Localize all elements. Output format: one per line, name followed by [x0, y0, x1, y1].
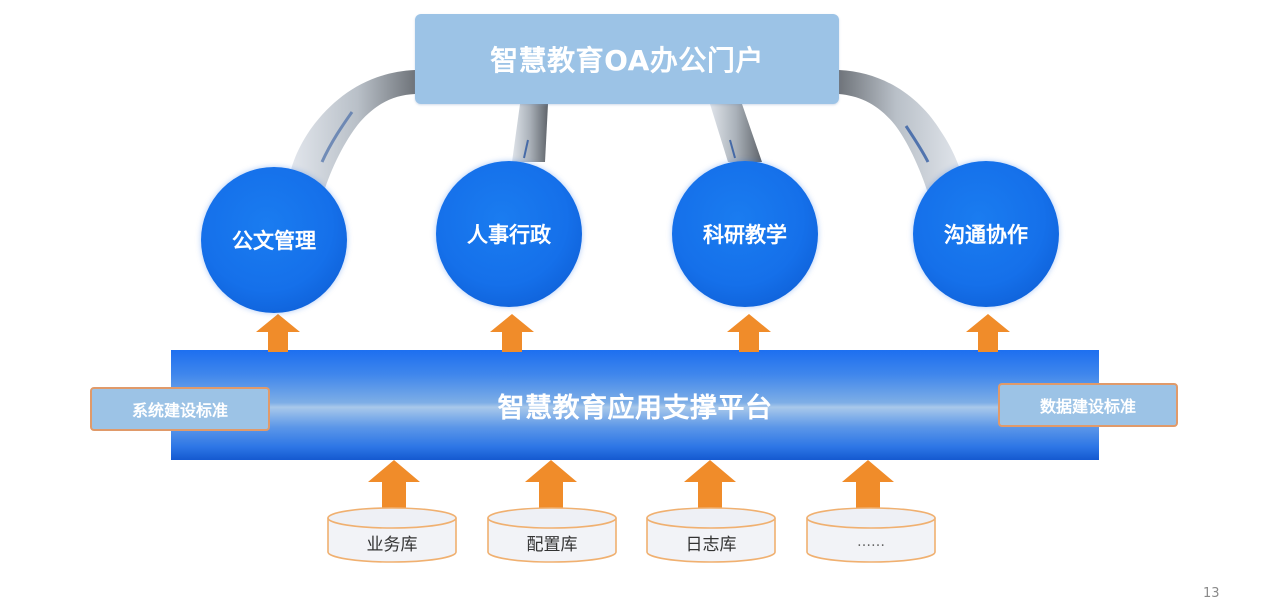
- database-label: ……: [857, 534, 885, 550]
- module-label: 沟通协作: [944, 223, 1028, 247]
- up-arrow-icon: [842, 460, 894, 508]
- module-document-management: 公文管理: [201, 167, 347, 313]
- database-more: ……: [805, 506, 937, 564]
- page-number: 13: [1203, 586, 1220, 601]
- data-standard-box: 数据建设标准: [998, 383, 1178, 427]
- oa-portal-box: 智慧教育OA办公门户: [415, 14, 839, 104]
- up-arrow-icon: [256, 314, 300, 352]
- portal-title: 智慧教育OA办公门户: [490, 44, 764, 77]
- database-cylinder-icon: [646, 507, 776, 563]
- connector-inner-left: [512, 104, 548, 162]
- system-standard-label: 系统建设标准: [131, 401, 228, 420]
- system-standard-box: 系统建设标准: [90, 387, 270, 431]
- data-standard-label: 数据建设标准: [1039, 397, 1136, 416]
- module-label: 公文管理: [232, 229, 316, 253]
- connector-right-outer-highlight: [904, 125, 930, 163]
- module-hr-administration: 人事行政: [436, 161, 582, 307]
- connector-inner-left-highlight: [523, 139, 529, 159]
- database-business: 业务库: [326, 506, 458, 564]
- module-label: 人事行政: [467, 223, 551, 247]
- database-cylinder-icon: [327, 507, 457, 563]
- up-arrow-icon: [966, 314, 1010, 352]
- module-research-teaching: 科研教学: [672, 161, 818, 307]
- connector-inner-right-highlight: [729, 139, 736, 159]
- connector-left-outer-highlight: [320, 111, 354, 163]
- up-arrow-icon: [727, 314, 771, 352]
- application-support-platform: 智慧教育应用支撑平台: [171, 350, 1099, 460]
- connector-inner-right: [710, 104, 762, 162]
- up-arrow-icon: [525, 460, 577, 508]
- platform-title: 智慧教育应用支撑平台: [497, 392, 773, 424]
- up-arrow-icon: [490, 314, 534, 352]
- module-label: 科研教学: [703, 223, 787, 247]
- database-configuration: 配置库: [486, 506, 618, 564]
- database-cylinder-icon: [487, 507, 617, 563]
- database-log: 日志库: [645, 506, 777, 564]
- database-label: 业务库: [366, 535, 418, 555]
- module-communication-collaboration: 沟通协作: [913, 161, 1059, 307]
- up-arrow-icon: [368, 460, 420, 508]
- database-label: 配置库: [526, 535, 578, 555]
- database-cylinder-icon: [806, 507, 936, 563]
- up-arrow-icon: [684, 460, 736, 508]
- database-label: 日志库: [685, 535, 737, 555]
